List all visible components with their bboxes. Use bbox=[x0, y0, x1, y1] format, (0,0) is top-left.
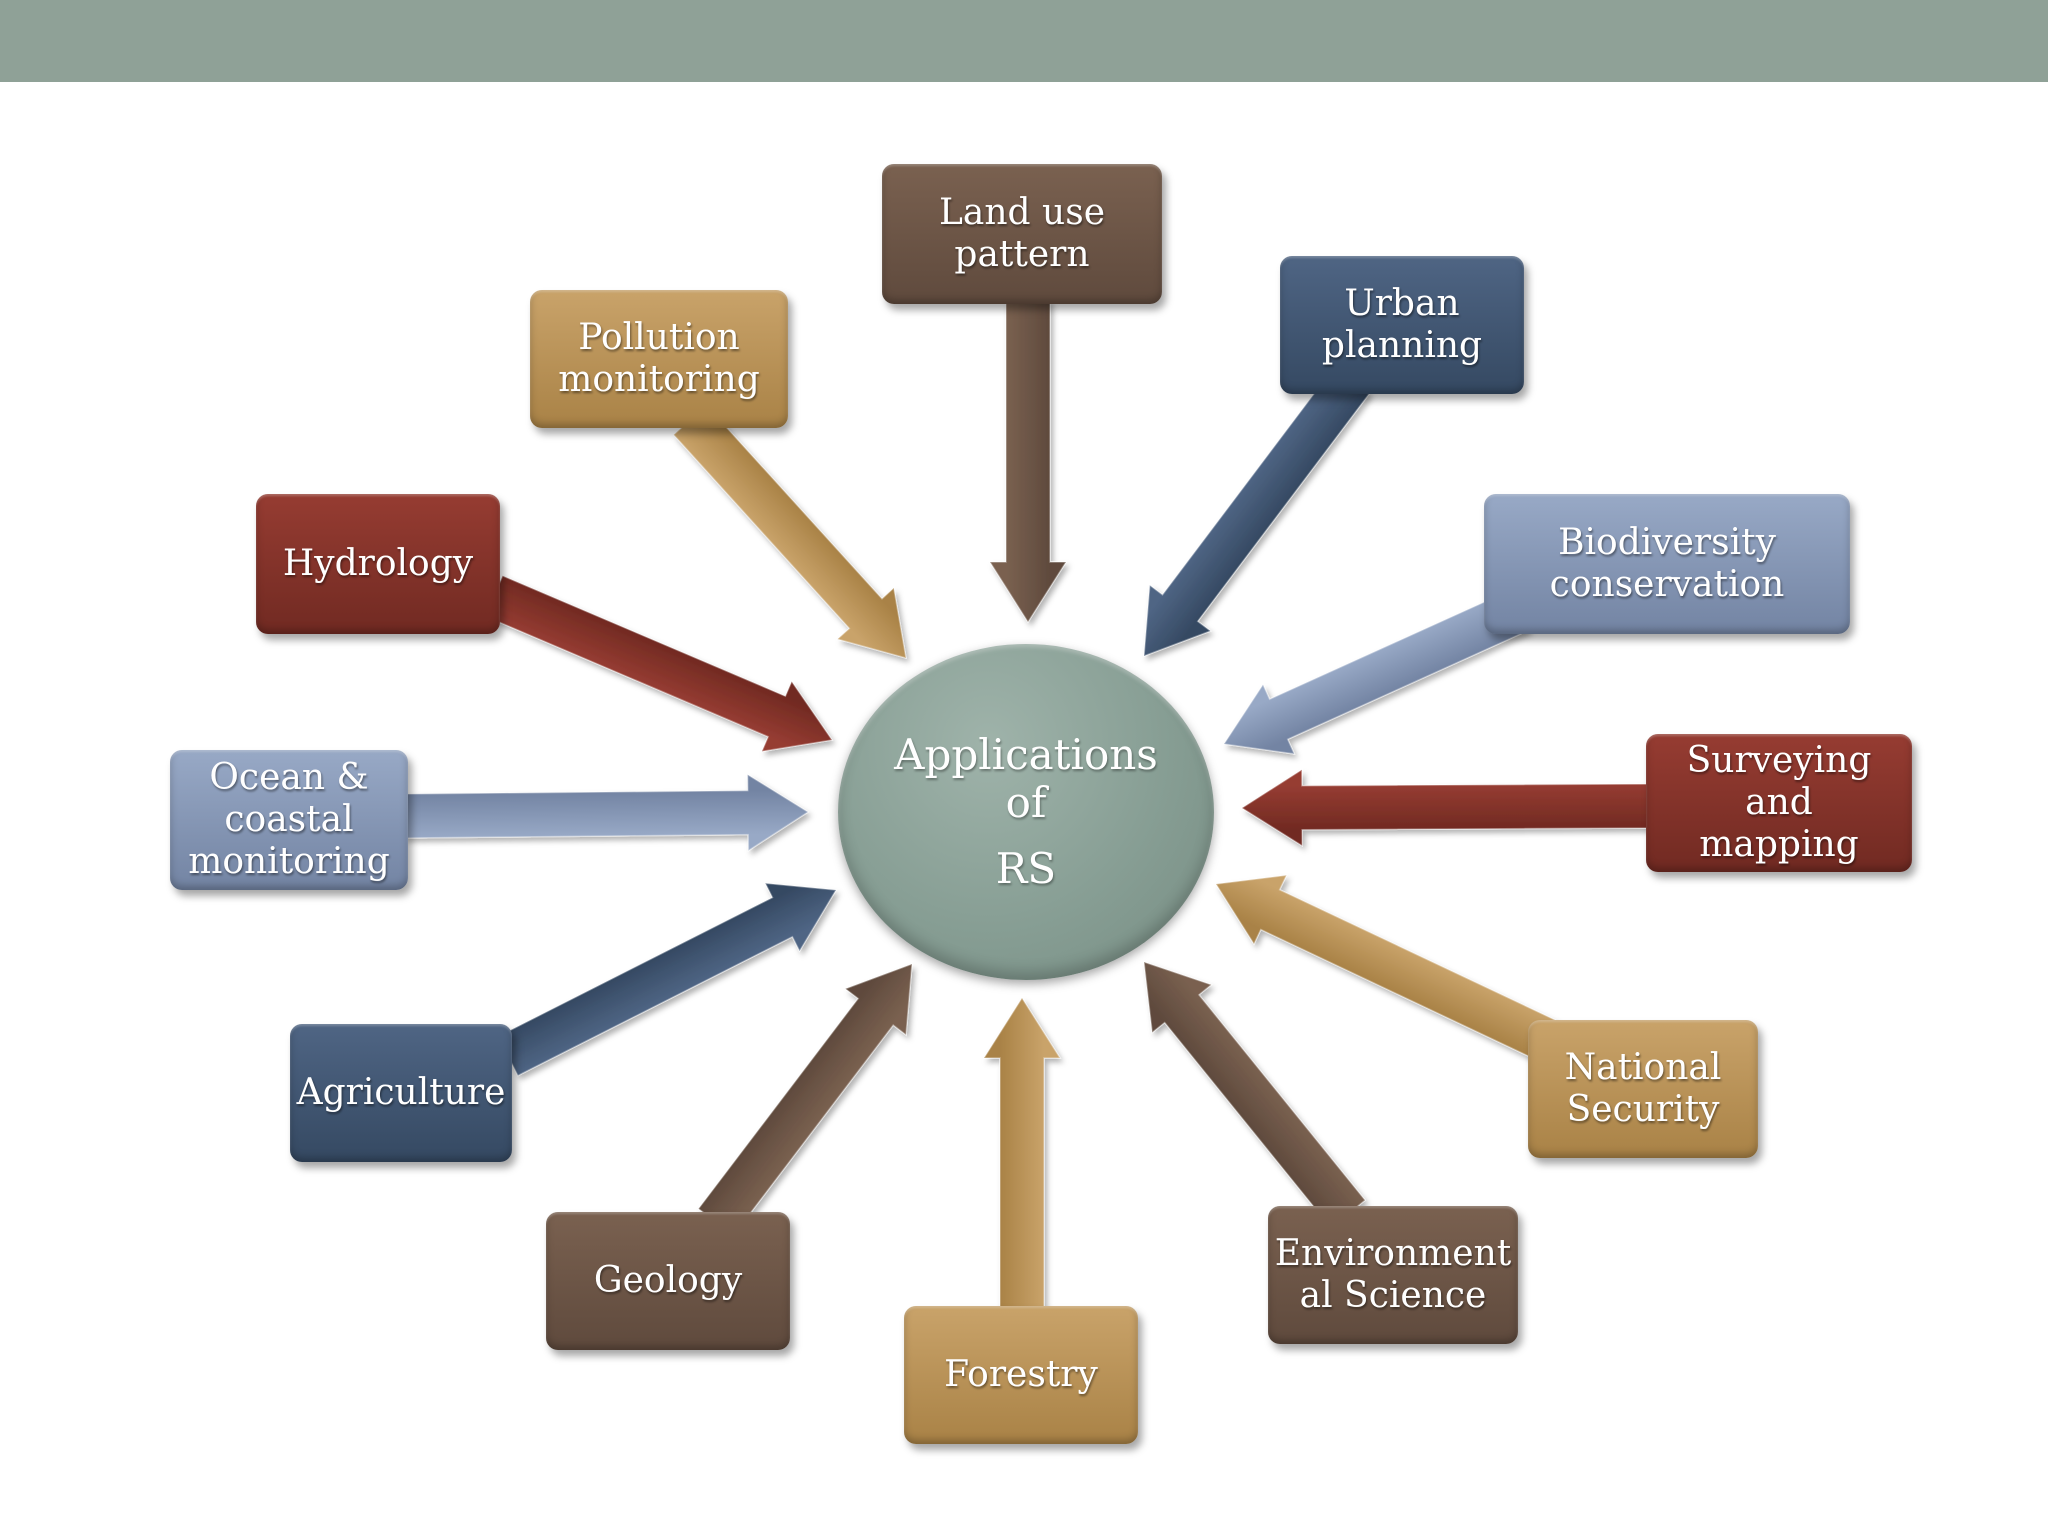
node-label-line: Surveying and bbox=[1686, 740, 1872, 823]
arrow-environmental bbox=[1143, 960, 1367, 1229]
node-label-line: planning bbox=[1321, 325, 1483, 366]
node-environmental-science: Environment al Science bbox=[1268, 1206, 1518, 1344]
slide-header-bar bbox=[0, 0, 2048, 82]
arrow-biodiversity bbox=[1222, 589, 1531, 755]
arrow-ocean bbox=[403, 773, 810, 852]
node-label-line: Biodiversity bbox=[1558, 522, 1776, 563]
node-label-line: Land use bbox=[938, 192, 1105, 233]
node-label-line: mapping bbox=[1699, 824, 1859, 865]
arrow-geology bbox=[697, 962, 913, 1237]
node-label-line: National bbox=[1564, 1047, 1722, 1088]
arrow-pollution bbox=[672, 404, 907, 660]
arrow-urban bbox=[1143, 365, 1371, 658]
arrow-hydrology bbox=[484, 574, 834, 753]
node-ocean-coastal-monitoring: Ocean & coastal monitoring bbox=[170, 750, 408, 890]
arrow-agriculture bbox=[497, 882, 838, 1077]
center-line-2: of bbox=[1005, 778, 1047, 827]
node-label-line: conservation bbox=[1549, 564, 1785, 605]
center-node-applications-of-rs: Applications of RS bbox=[838, 644, 1214, 980]
node-label-line: Ocean & bbox=[209, 757, 369, 798]
node-agriculture: Agriculture bbox=[290, 1024, 512, 1162]
arrow-national-security bbox=[1214, 874, 1557, 1061]
node-label-line: Security bbox=[1566, 1089, 1720, 1130]
arrow-surveying bbox=[1240, 768, 1651, 848]
node-biodiversity-conservation: Biodiversity conservation bbox=[1484, 494, 1850, 634]
node-forestry: Forestry bbox=[904, 1306, 1138, 1444]
node-label-line: Environment bbox=[1274, 1233, 1512, 1274]
node-label-line: al Science bbox=[1299, 1275, 1487, 1316]
node-label-line: monitoring bbox=[188, 841, 390, 882]
node-label-line: Agriculture bbox=[296, 1072, 506, 1113]
node-hydrology: Hydrology bbox=[256, 494, 500, 634]
node-national-security: National Security bbox=[1528, 1020, 1758, 1158]
node-label-line: coastal bbox=[224, 799, 354, 840]
center-line-1: Applications bbox=[894, 730, 1158, 779]
node-label-line: Urban bbox=[1344, 283, 1460, 324]
node-label-line: Hydrology bbox=[282, 543, 474, 584]
node-label-line: monitoring bbox=[558, 359, 760, 400]
node-label-line: pattern bbox=[954, 234, 1090, 275]
node-land-use-pattern: Land use pattern bbox=[882, 164, 1162, 304]
node-urban-planning: Urban planning bbox=[1280, 256, 1524, 394]
node-geology: Geology bbox=[546, 1212, 790, 1350]
node-pollution-monitoring: Pollution monitoring bbox=[530, 290, 788, 428]
node-label-line: Pollution bbox=[578, 317, 740, 358]
node-label-line: Geology bbox=[593, 1260, 743, 1301]
center-line-3: RS bbox=[995, 844, 1057, 893]
arrow-forestry bbox=[982, 996, 1062, 1311]
node-surveying-and-mapping: Surveying and mapping bbox=[1646, 734, 1912, 872]
node-label-line: Forestry bbox=[944, 1354, 1098, 1395]
arrow-land-use bbox=[988, 299, 1068, 624]
